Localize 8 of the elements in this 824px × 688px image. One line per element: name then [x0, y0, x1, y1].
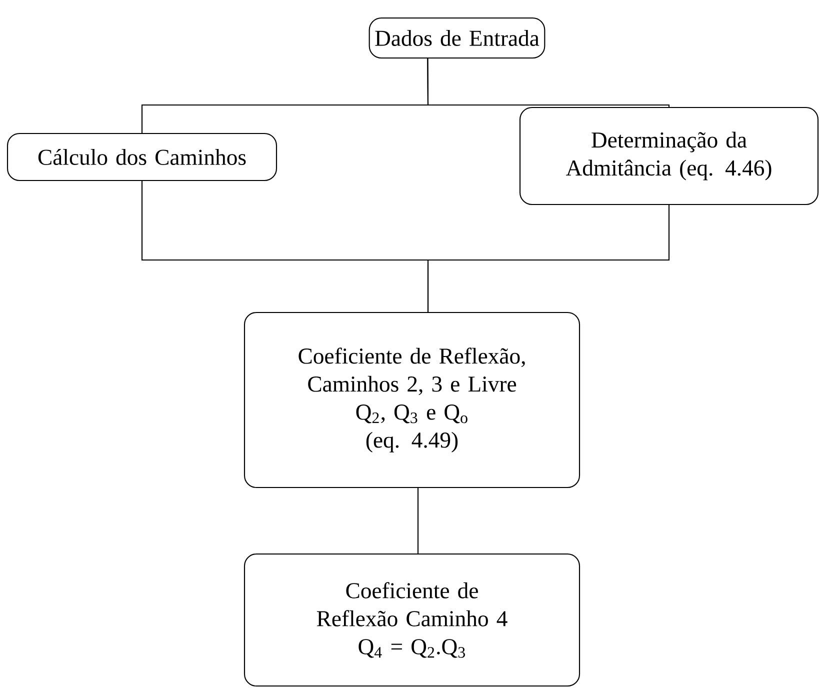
connector-line: [427, 205, 670, 312]
process-box: Determinação da Admitância (eq. 4.46): [519, 106, 819, 206]
process-box: Dados de Entrada: [368, 17, 546, 59]
connector-line: [417, 488, 419, 554]
connector-line: [427, 58, 670, 108]
process-box: Coeficiente de Reflexão Caminho 4 Q$_{4}$ = Q$_{2}$.Q$_{3}$: [244, 553, 580, 687]
process-box: Cálculo dos Caminhos: [6, 132, 278, 182]
process-box: Coeficiente de Reflexão, Caminhos 2, 3 e Livre Q$_{2}$, Q$_{3}$ e Q$_{o}$ (eq. 4.49): [244, 312, 580, 488]
